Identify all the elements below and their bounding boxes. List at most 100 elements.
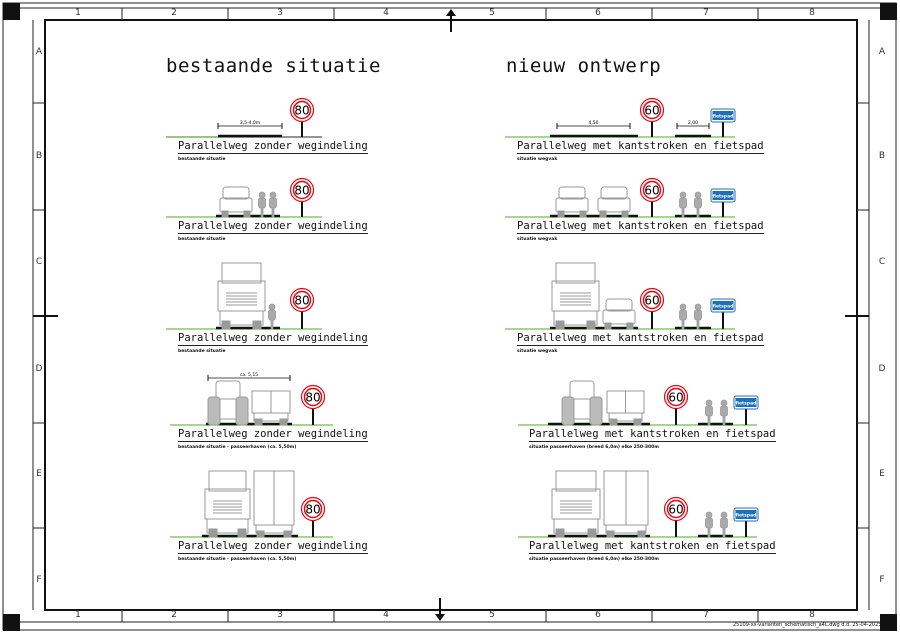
- section-subtitle: bestaande situatie: [178, 349, 226, 354]
- cyclist-icon: [720, 399, 728, 426]
- tractor-cab: [569, 380, 595, 400]
- fietspad-sign: fietspad: [733, 395, 759, 425]
- wheel: [256, 530, 265, 538]
- car-body: [555, 197, 589, 213]
- wheel: [586, 320, 596, 330]
- wheel: [604, 322, 612, 330]
- heading-new-design: nieuw ontwerp: [506, 55, 662, 77]
- sign-ring: [292, 180, 312, 200]
- cyclist-body: [258, 197, 266, 209]
- trailer-chassis: [605, 524, 647, 534]
- cyclist-body: [705, 517, 713, 529]
- cyclist-body: [705, 405, 713, 417]
- trailer-icon: [251, 390, 291, 426]
- section-subtitle: bestaande situatie: [178, 157, 226, 162]
- truck-icon: [217, 262, 266, 330]
- car-icon: [555, 186, 589, 218]
- cyclist-head: [720, 399, 728, 407]
- cyclist-body: [720, 405, 728, 417]
- sign-panel: [712, 111, 734, 120]
- sign-ring: [642, 100, 662, 120]
- tractor-wheel: [235, 396, 249, 426]
- sign-text: fietspad: [713, 114, 734, 120]
- bicycle-wheel: [271, 207, 275, 218]
- bicycle-wheel: [707, 527, 711, 538]
- cyclist-icon: [720, 511, 728, 538]
- wheel: [637, 530, 646, 538]
- speed-value: 60: [644, 184, 659, 198]
- cyclist-head: [258, 191, 266, 199]
- bicycle-wheel: [260, 207, 264, 218]
- cyclist-icon: [679, 191, 687, 218]
- bicycle-wheel: [722, 415, 726, 426]
- sign-panel: [712, 301, 734, 310]
- column-label-top: 6: [595, 8, 601, 18]
- sign-ring: [642, 290, 662, 310]
- cyclist-head: [269, 191, 277, 199]
- wheel: [252, 320, 262, 330]
- sign-ring: [292, 290, 312, 310]
- section-title: Parallelweg zonder wegindeling: [178, 140, 368, 154]
- cyclist-icon: [258, 191, 266, 218]
- column-label-top: 1: [75, 8, 81, 18]
- sign-panel: [735, 510, 757, 519]
- car-body: [219, 197, 253, 213]
- car-roof: [605, 298, 633, 312]
- cyclist-icon: [705, 399, 713, 426]
- corner-block: [880, 614, 897, 631]
- cyclist-body: [694, 197, 702, 209]
- speed-value: 80: [294, 294, 309, 308]
- section-subtitle: situatie wegvak: [517, 349, 558, 354]
- sign-ring: [303, 387, 323, 407]
- row-label-left: A: [35, 47, 43, 57]
- cyclist-icon: [694, 191, 702, 218]
- truck-icon: [551, 262, 600, 330]
- tractor-wheel: [589, 396, 603, 426]
- speed-limit-sign: 80: [300, 496, 326, 537]
- cyclist-icon: [679, 303, 687, 330]
- column-label-top: 5: [489, 8, 495, 18]
- cyclist-head: [268, 303, 276, 311]
- column-label-top: 3: [277, 8, 283, 18]
- row-label-right: B: [878, 151, 886, 161]
- speed-limit-sign: 60: [663, 384, 689, 425]
- column-label-bottom: 5: [489, 610, 495, 620]
- column-label-bottom: 1: [75, 610, 81, 620]
- section-title: Parallelweg zonder wegindeling: [178, 220, 368, 234]
- cyclist-icon: [268, 303, 276, 330]
- section-title: Parallelweg zonder wegindeling: [178, 332, 368, 346]
- section-title: Parallelweg met kantstroken en fietspad: [517, 220, 764, 234]
- speed-limit-sign: 80: [289, 287, 315, 329]
- wheel: [621, 210, 629, 218]
- speed-value: 80: [294, 184, 309, 198]
- column-label-bottom: 8: [809, 610, 815, 620]
- speed-value: 60: [644, 104, 659, 118]
- cyclist-head: [679, 303, 687, 311]
- cyclist-body: [679, 197, 687, 209]
- section-title: Parallelweg zonder wegindeling: [178, 428, 368, 442]
- tractor-icon: [207, 380, 249, 426]
- bicycle-wheel: [270, 319, 274, 330]
- section-title: Parallelweg met kantstroken en fietspad: [529, 540, 776, 554]
- row-label-left: D: [35, 364, 43, 374]
- trailer-icon: [253, 470, 295, 538]
- speed-value: 60: [668, 391, 683, 405]
- corner-block: [3, 3, 20, 20]
- speed-value: 80: [305, 391, 320, 405]
- speed-limit-sign: 60: [663, 496, 689, 537]
- column-label-top: 4: [383, 8, 389, 18]
- column-label-top: 7: [703, 8, 709, 18]
- cyclist-head: [679, 191, 687, 199]
- tractor-body: [219, 398, 237, 420]
- car-roof: [222, 186, 250, 200]
- section-title: Parallelweg met kantstroken en fietspad: [529, 428, 776, 442]
- fietspad-sign: fietspad: [710, 298, 736, 329]
- cyclist-icon: [694, 303, 702, 330]
- truck-bumper: [206, 518, 249, 534]
- tractor-wheel: [207, 396, 221, 426]
- column-label-top: 8: [809, 8, 815, 18]
- car-icon: [219, 186, 253, 218]
- cyclist-body: [268, 309, 276, 321]
- cyclist-icon: [705, 511, 713, 538]
